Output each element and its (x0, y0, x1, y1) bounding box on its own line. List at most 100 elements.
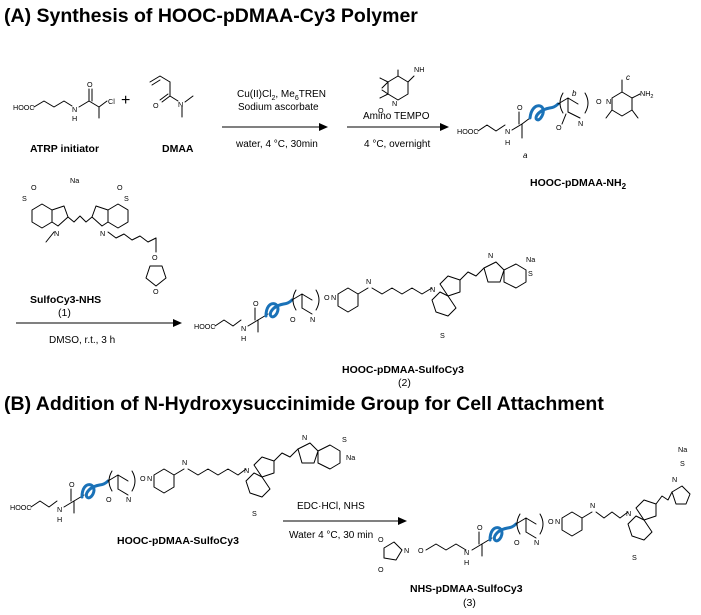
b1-na: Na (346, 453, 355, 462)
b3-nplus: N (626, 509, 631, 518)
step2-reagent: Amino TEMPO (363, 111, 430, 122)
p2-s-right: S (528, 269, 533, 278)
step2-conditions: 4 °C, overnight (364, 139, 430, 150)
b3-s-right: S (680, 459, 685, 468)
dye1-n: N (54, 229, 59, 238)
b1-n: N (57, 505, 62, 514)
p2-linker-n: N (366, 277, 371, 286)
b-product-structure: O O N O N H O N O O N N N S N S Na (378, 445, 691, 574)
b3-o-link: O (548, 517, 554, 526)
b1-polymer-chain-icon (80, 479, 110, 500)
n-atom: N (72, 105, 77, 114)
nh2-amide-n: N (578, 119, 583, 128)
dmaa-o-atom: O (153, 101, 159, 110)
b3-s-bottom: S (632, 553, 637, 562)
dye1-o-right: O (117, 183, 123, 192)
nh2-h: H (505, 138, 510, 147)
b1-tempo-n: N (147, 474, 152, 483)
b3-n-top: N (672, 475, 677, 484)
marker-b: b (572, 89, 577, 98)
product-2-number: (2) (398, 377, 411, 389)
b3-amide-n: N (534, 538, 539, 547)
plus-sign: + (121, 92, 130, 109)
b1-o-link: O (140, 474, 146, 483)
p2-hooc: HOOC (194, 322, 216, 331)
b1-amide-n: N (126, 495, 131, 504)
hooc-pdmaa-sulfocy3-structure: HOOC N H O N O O N N N S N S Na (194, 251, 535, 343)
reaction-arrow-1 (222, 123, 328, 131)
p2-tempo-n: N (331, 293, 336, 302)
atrp-initiator-label: ATRP initiator (30, 143, 99, 155)
dye1-na: Na (70, 176, 79, 185)
marker-c: c (626, 73, 630, 82)
b3-nhs-o-top: O (378, 535, 384, 544)
marker-a: a (523, 151, 528, 160)
p2-na: Na (526, 255, 535, 264)
reaction-arrow-3 (16, 319, 182, 327)
nh2-n: N (505, 127, 510, 136)
dye1-s-right: S (124, 194, 129, 203)
sulfocy3-nhs-structure: Na O O S S N N O O (22, 176, 167, 296)
atrp-initiator-structure: HOOC N H Cl O (13, 80, 115, 123)
dye1-ester-o: O (152, 253, 158, 262)
nh2-o-link: O (596, 97, 602, 106)
dye1-s-left: S (22, 194, 27, 203)
p2-h: H (241, 334, 246, 343)
b1-h: H (57, 515, 62, 524)
tempo-n: N (392, 99, 397, 108)
nh2-amide-o: O (556, 123, 562, 132)
b1-linker-n: N (182, 458, 187, 467)
b3-o: O (477, 523, 483, 532)
b3-linker-n: N (590, 501, 595, 510)
step3-conditions: DMSO, r.t., 3 h (49, 335, 115, 346)
b3-amide-o: O (514, 538, 520, 547)
b3-ester-o: O (418, 546, 424, 555)
step1-reagent-cucl2: Cu(II)Cl2, Me6TREN (237, 89, 326, 102)
product-3-label: NHS-pDMAA-SulfoCy3 (410, 583, 523, 595)
p2-n: N (241, 324, 246, 333)
b3-polymer-chain-icon (488, 522, 518, 543)
b3-tempo-n: N (555, 517, 560, 526)
b1-n-top: N (302, 433, 307, 442)
reaction-arrow-2 (347, 123, 449, 131)
b1-hooc: HOOC (10, 503, 32, 512)
b-reactant-label: HOOC-pDMAA-SulfoCy3 (117, 535, 239, 547)
p2-nplus: N (430, 285, 435, 294)
b3-na: Na (678, 445, 687, 454)
b-reactant-structure: HOOC N H O N O O N N N S N S Na (10, 433, 355, 524)
tempo-nh3: NH (414, 65, 424, 74)
step1-conditions: water, 4 °C, 30min (235, 139, 318, 150)
tempo-o-radical: O (378, 106, 384, 115)
p2-o-link: O (324, 293, 330, 302)
dye1-nplus: N (100, 229, 105, 238)
p2-amide-o: O (290, 315, 296, 324)
b1-s-bottom: S (252, 509, 257, 518)
b3-h: H (464, 558, 469, 567)
nh2-o: O (517, 103, 523, 112)
b3-n: N (464, 548, 469, 557)
product-3-number: (3) (463, 597, 476, 609)
nh2-amine: NH2 (640, 89, 653, 100)
amino-tempo-structure: NH N O (378, 65, 424, 115)
dmaa-structure: O N (149, 75, 194, 118)
dye-number: (1) (58, 307, 71, 319)
dye1-nhs-o: O (153, 287, 159, 296)
b1-s-right: S (342, 435, 347, 444)
intermediate-label: HOOC-pDMAA-NH2 (530, 177, 627, 191)
dye1-o-left: O (31, 183, 37, 192)
product-2-label: HOOC-pDMAA-SulfoCy3 (342, 364, 464, 376)
reaction-arrow-b (283, 517, 407, 525)
dye-label: SulfoCy3-NHS (30, 294, 101, 306)
p2-polymer-chain-icon (264, 298, 294, 319)
hooc-atom: HOOC (13, 103, 35, 112)
polymer-chain-icon (528, 102, 560, 122)
hooc-pdmaa-nh2-structure: HOOC N H O O N b a O N NH2 c (457, 73, 653, 160)
section-b-heading: (B) Addition of N-Hydroxysuccinimide Gro… (4, 393, 604, 415)
step-b-conditions: Water 4 °C, 30 min (289, 530, 373, 541)
p2-n-top: N (488, 251, 493, 260)
section-a-heading: (A) Synthesis of HOOC-pDMAA-Cy3 Polymer (4, 5, 418, 27)
nh2-tempo-n: N (606, 97, 611, 106)
p2-o: O (253, 299, 259, 308)
b1-amide-o: O (106, 495, 112, 504)
